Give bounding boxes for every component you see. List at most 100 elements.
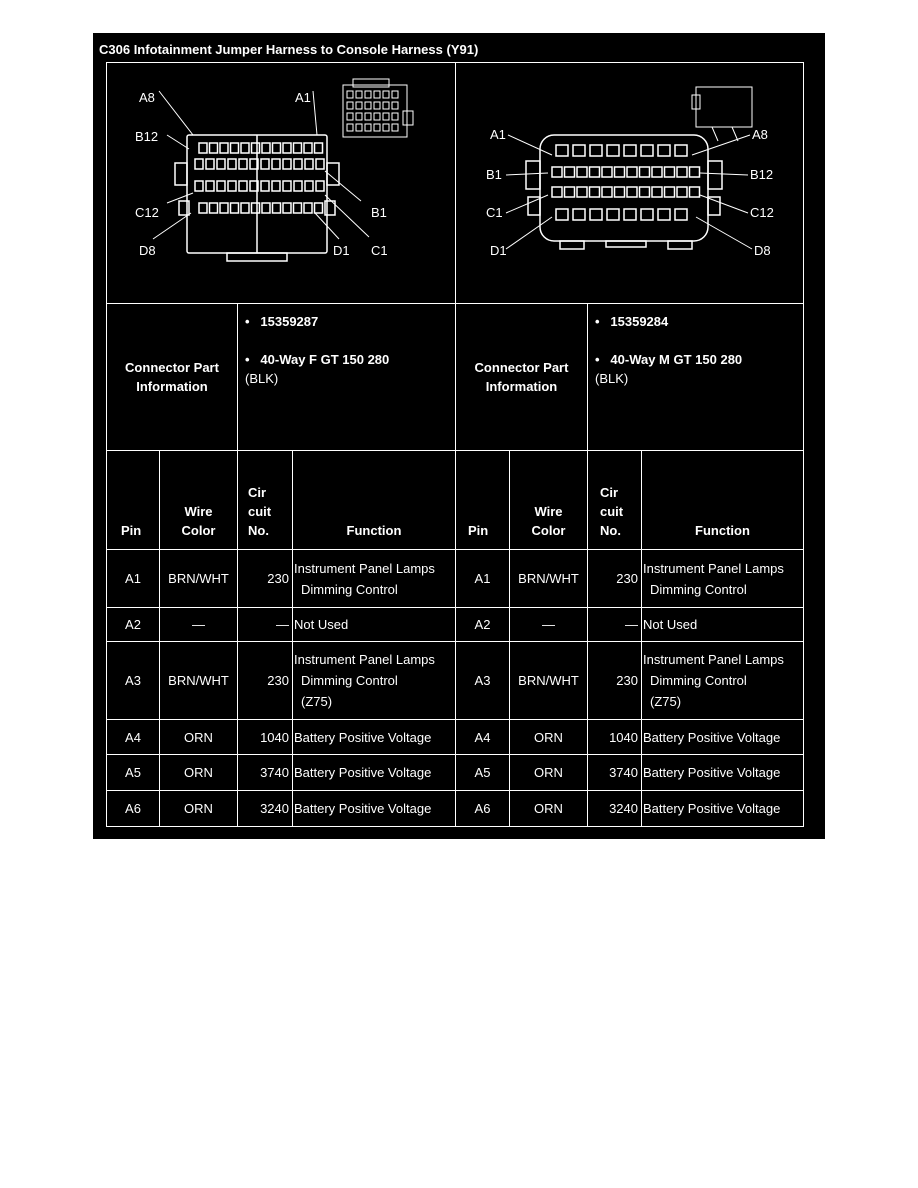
cavity bbox=[563, 166, 576, 178]
cavity bbox=[640, 208, 654, 221]
cavity bbox=[304, 158, 314, 170]
table-row: A2 — — Not Used A2 — — Not Used bbox=[106, 607, 804, 642]
table-row: A4 ORN 1040 Battery Positive Voltage A4 … bbox=[106, 719, 804, 755]
connector-3d-icon bbox=[691, 86, 753, 142]
cavity bbox=[271, 158, 281, 170]
cavity bbox=[250, 202, 261, 214]
cavity bbox=[674, 208, 688, 221]
cavity bbox=[576, 166, 588, 178]
cavity bbox=[626, 166, 638, 178]
left-part-number: 15359287 bbox=[260, 314, 319, 329]
cavity bbox=[613, 166, 626, 178]
cavity bbox=[292, 202, 303, 214]
cavity bbox=[563, 186, 576, 198]
label-b12: B12 bbox=[750, 167, 773, 182]
cavity bbox=[227, 180, 237, 192]
cavity bbox=[261, 202, 271, 214]
cavity bbox=[229, 202, 240, 214]
cavity bbox=[638, 166, 651, 178]
cavity bbox=[640, 144, 654, 157]
label-b1: B1 bbox=[486, 167, 502, 182]
page-title: C306 Infotainment Jumper Harness to Cons… bbox=[99, 42, 479, 57]
cavity bbox=[249, 158, 259, 170]
cavity bbox=[304, 180, 314, 192]
left-connector-diagram-cell: A8 A1 B12 B1 C12 C1 D8 D1 bbox=[106, 62, 456, 304]
cavity bbox=[205, 158, 215, 170]
cavity bbox=[293, 180, 303, 192]
cavity bbox=[555, 208, 569, 221]
cavity bbox=[208, 202, 219, 214]
leader-lines bbox=[505, 134, 753, 250]
cavity bbox=[261, 142, 271, 154]
cavity bbox=[688, 186, 701, 198]
cavity bbox=[219, 142, 229, 154]
connector-sheet: C306 Infotainment Jumper Harness to Cons… bbox=[93, 33, 825, 839]
cavity bbox=[219, 202, 229, 214]
cavity bbox=[208, 142, 219, 154]
female-connector-diagram: A8 A1 B12 B1 C12 C1 D8 D1 bbox=[135, 78, 414, 262]
header-function: Function bbox=[641, 450, 804, 550]
label-d1: D1 bbox=[490, 243, 507, 258]
cavity bbox=[576, 186, 588, 198]
cavity bbox=[313, 202, 324, 214]
cavity bbox=[623, 208, 637, 221]
cavity bbox=[292, 142, 303, 154]
left-part-info: • 15359287 • 40-Way F GT 150 280 (BLK) bbox=[237, 303, 456, 451]
cavity bbox=[606, 208, 620, 221]
cavity bbox=[589, 208, 603, 221]
right-part-info: • 15359284 • 40-Way M GT 150 280 (BLK) bbox=[587, 303, 804, 451]
cavity bbox=[250, 142, 261, 154]
cavity bbox=[293, 158, 303, 170]
right-part-number: 15359284 bbox=[610, 314, 669, 329]
cavity bbox=[588, 186, 601, 198]
cavity bbox=[663, 186, 676, 198]
cavity bbox=[601, 186, 613, 198]
cavity bbox=[315, 158, 325, 170]
label-b1: B1 bbox=[371, 205, 387, 220]
label-c1: C1 bbox=[486, 205, 503, 220]
label-d8: D8 bbox=[139, 243, 156, 258]
leader-lines bbox=[152, 90, 370, 240]
label-a1: A1 bbox=[490, 127, 506, 142]
label-a8: A8 bbox=[139, 90, 155, 105]
right-part-label: Connector Part Information bbox=[455, 303, 588, 451]
cavity bbox=[271, 202, 282, 214]
cavity bbox=[663, 166, 676, 178]
male-connector-diagram: A1 A8 B1 B12 C1 C12 D1 D8 bbox=[486, 86, 774, 258]
cavity bbox=[315, 180, 325, 192]
connector-face bbox=[525, 134, 723, 250]
cavity bbox=[657, 208, 671, 221]
cavity bbox=[260, 158, 270, 170]
cavity bbox=[313, 142, 324, 154]
cavity bbox=[238, 158, 248, 170]
left-part-label: Connector Part Information bbox=[106, 303, 238, 451]
label-c12: C12 bbox=[750, 205, 774, 220]
cavity bbox=[282, 202, 292, 214]
cavity bbox=[676, 186, 688, 198]
cavity bbox=[551, 166, 563, 178]
cavity bbox=[238, 180, 248, 192]
cavity bbox=[249, 180, 259, 192]
cavity bbox=[626, 186, 638, 198]
cavity bbox=[303, 202, 313, 214]
header-function: Function bbox=[292, 450, 456, 550]
cavity bbox=[271, 142, 282, 154]
cavity bbox=[638, 186, 651, 198]
cavity bbox=[651, 186, 663, 198]
label-c1: C1 bbox=[371, 243, 388, 258]
cavity bbox=[240, 142, 250, 154]
label-d8: D8 bbox=[754, 243, 771, 258]
left-part-description: 40-Way F GT 150 280 bbox=[260, 352, 390, 367]
cavity bbox=[613, 186, 626, 198]
cavity bbox=[194, 158, 204, 170]
cavity bbox=[572, 144, 586, 157]
cavity bbox=[216, 180, 226, 192]
cavity bbox=[194, 180, 204, 192]
cavity bbox=[240, 202, 250, 214]
table-row: A6 ORN 3240 Battery Positive Voltage A6 … bbox=[106, 790, 804, 827]
